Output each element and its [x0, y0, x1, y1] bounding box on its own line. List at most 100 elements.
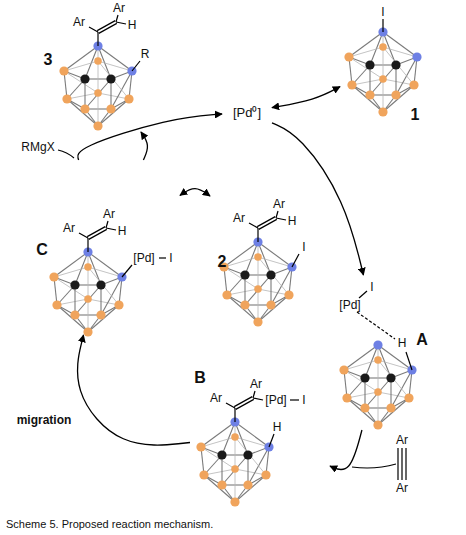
cage-vertex — [404, 393, 413, 402]
atom-label: Ar — [210, 392, 222, 404]
cage-vertex — [347, 80, 356, 89]
cage-edge — [84, 79, 85, 109]
cage-edge — [365, 377, 391, 378]
cage-edge — [247, 455, 248, 485]
carborane-cage — [196, 417, 273, 506]
cage-edge — [383, 79, 384, 112]
cage-vertex — [254, 253, 262, 261]
cage-edge — [244, 275, 245, 305]
cage-edge — [111, 71, 132, 79]
cage-vertex — [124, 94, 133, 103]
cage-edge — [245, 275, 271, 305]
atom-label: H — [273, 421, 282, 433]
cage-edge — [347, 398, 365, 408]
cage-edge — [245, 305, 258, 322]
cage-edge — [85, 108, 111, 109]
cage-edge — [204, 469, 235, 475]
atom-label: H — [398, 337, 407, 349]
cage-vertex — [52, 300, 61, 309]
cage-edge — [98, 46, 99, 61]
cage-edge — [378, 360, 412, 370]
cage-vertex — [243, 480, 252, 489]
cage-edge — [57, 285, 75, 305]
cage-edge — [344, 345, 378, 370]
cage-edge — [271, 267, 292, 305]
bond-line — [106, 228, 116, 230]
cage-vertex — [59, 66, 68, 75]
cage-vertex — [360, 403, 369, 412]
cage-edge — [119, 277, 122, 305]
cage-edge — [383, 32, 384, 47]
cage-vertex — [374, 388, 382, 396]
cage-edge — [235, 475, 266, 502]
cage-edge — [224, 267, 258, 289]
cage-edge — [349, 47, 383, 57]
cage-edge — [75, 314, 101, 315]
atom-label: Ar — [233, 212, 245, 224]
cage-edge — [349, 57, 352, 85]
cage-edge — [258, 305, 271, 322]
cage-edge — [224, 267, 245, 275]
reaction-arrow — [78, 335, 190, 445]
carborane-cage — [339, 340, 416, 429]
cage-edge — [204, 475, 235, 502]
cage-edge — [235, 469, 236, 502]
cage-edge — [88, 267, 122, 277]
cage-edge — [64, 46, 98, 71]
bond-line — [79, 233, 88, 238]
cage-edge — [365, 407, 391, 408]
cage-vertex — [378, 107, 387, 116]
cage-edge — [248, 447, 269, 455]
reaction-arrow — [272, 123, 363, 275]
cage-edge — [88, 252, 89, 267]
atom-label: H — [288, 215, 297, 227]
cage-edge — [245, 242, 258, 275]
cage-vertex — [287, 262, 296, 271]
cage-edge — [57, 305, 88, 332]
cage-edge — [235, 422, 248, 455]
cage-vertex — [222, 290, 231, 299]
cage-edge — [222, 422, 235, 455]
atom-label: I — [381, 6, 384, 18]
cage-edge — [54, 267, 88, 277]
cage-edge — [235, 437, 269, 447]
compound-node: 1I — [340, 0, 430, 125]
cage-vertex — [217, 480, 226, 489]
cage-edge — [98, 61, 129, 99]
cage-edge — [204, 455, 222, 475]
cage-vertex — [230, 497, 239, 506]
cage-vertex — [391, 60, 400, 69]
cage-edge — [98, 46, 111, 79]
cage-edge — [85, 109, 98, 126]
equilibrium-arrow — [272, 87, 340, 108]
cage-edge — [245, 274, 271, 275]
cage-edge — [235, 485, 248, 502]
cage-edge — [227, 275, 245, 295]
cage-edge — [98, 93, 129, 99]
cage-edge — [85, 79, 111, 109]
bond-line — [97, 32, 98, 46]
atom-label: Ar — [63, 222, 75, 234]
cage-vertex — [117, 272, 126, 281]
cage-vertex — [360, 373, 369, 382]
atom-label: I — [370, 281, 373, 293]
cage-edge — [383, 79, 414, 85]
cage-edge — [349, 57, 370, 65]
cage-edge — [344, 370, 378, 392]
alkyne-label: Ar — [396, 434, 408, 446]
bond-line — [116, 22, 126, 24]
cage-edge — [383, 47, 414, 85]
cage-edge — [54, 252, 88, 277]
cage-edge — [57, 305, 75, 315]
cage-edge — [245, 304, 271, 305]
cage-edge — [378, 345, 412, 370]
cage-edge — [248, 447, 269, 485]
cage-vertex — [264, 442, 273, 451]
atom-label: [Pd] — [339, 299, 360, 311]
atom-label: R — [141, 48, 150, 60]
cage-edge — [201, 447, 204, 475]
cage-edge — [258, 295, 289, 322]
cage-vertex — [379, 75, 387, 83]
